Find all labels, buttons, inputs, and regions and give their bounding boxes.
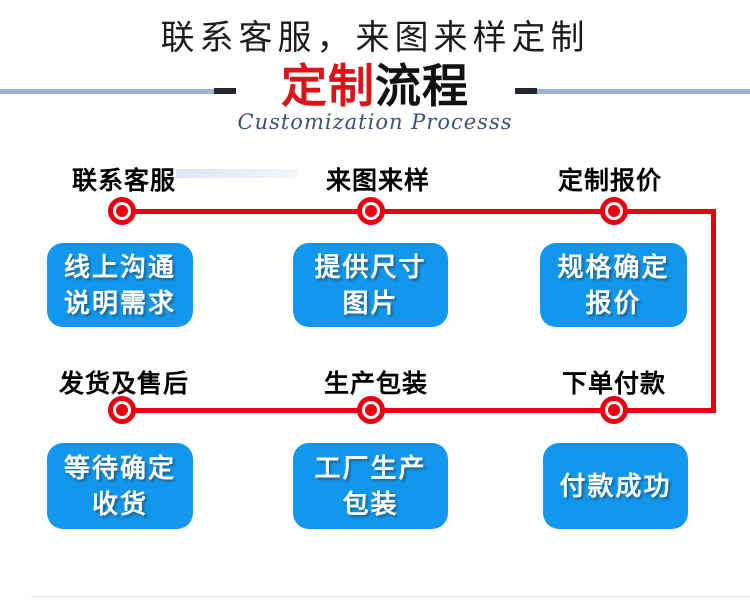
step-box-provide-size-images: 提供尺寸 图片 bbox=[293, 243, 448, 327]
flow-node-icon bbox=[600, 197, 628, 225]
step-box-line: 报价 bbox=[585, 287, 642, 318]
step-box-line: 提供尺寸 bbox=[314, 252, 427, 283]
step-box-factory-production: 工厂生产 包装 bbox=[293, 443, 448, 529]
divider-dash-right bbox=[514, 88, 537, 94]
divider-dash-left bbox=[213, 88, 236, 94]
flow-connector-right bbox=[711, 209, 716, 413]
step-box-line: 线上沟通 bbox=[63, 252, 176, 283]
step-box-line: 工厂生产 bbox=[314, 453, 427, 483]
section-title-band: 定制流程 Customization Processs bbox=[0, 60, 750, 134]
step-box-spec-quote: 规格确定 报价 bbox=[540, 243, 687, 327]
step-label-order-payment: 下单付款 bbox=[561, 370, 667, 398]
section-title-black-part: 流程 bbox=[375, 60, 469, 112]
step-label-shipping-aftersales: 发货及售后 bbox=[58, 370, 190, 398]
section-title-subtitle: Customization Processs bbox=[237, 110, 513, 134]
page-heading: 联系客服，来图来样定制 bbox=[160, 20, 590, 57]
decorative-fade-bar bbox=[176, 169, 298, 178]
flow-node-icon bbox=[357, 396, 385, 424]
section-title: 定制流程 Customization Processs bbox=[236, 60, 515, 134]
flow-node-icon bbox=[108, 197, 136, 225]
step-label-provide-sample: 来图来样 bbox=[325, 167, 431, 195]
step-box-line: 图片 bbox=[342, 287, 399, 318]
section-title-text: 定制流程 bbox=[238, 60, 513, 112]
step-box-line: 说明需求 bbox=[63, 287, 176, 318]
step-label-custom-quote: 定制报价 bbox=[557, 167, 663, 195]
flow-node-icon bbox=[108, 396, 136, 424]
step-box-payment-success: 付款成功 bbox=[543, 443, 688, 529]
flow-node-dot-icon bbox=[608, 205, 620, 217]
flow-node-dot-icon bbox=[116, 205, 128, 217]
flow-node-icon bbox=[357, 197, 385, 225]
step-box-online-communication: 线上沟通 说明需求 bbox=[47, 243, 193, 327]
flow-node-dot-icon bbox=[365, 205, 377, 217]
flow-node-dot-icon bbox=[116, 404, 128, 416]
divider-line-left bbox=[0, 89, 214, 94]
flow-connector-top bbox=[122, 209, 716, 214]
divider-line-right bbox=[536, 89, 750, 94]
step-box-line: 收货 bbox=[91, 489, 148, 519]
step-box-line: 包装 bbox=[342, 489, 399, 519]
flow-node-dot-icon bbox=[608, 404, 620, 416]
step-box-line: 规格确定 bbox=[557, 252, 670, 283]
section-title-red-part: 定制 bbox=[281, 60, 375, 112]
flow-connector-bottom bbox=[122, 408, 716, 413]
step-box-line: 等待确定 bbox=[63, 453, 176, 483]
step-box-wait-confirm-receipt: 等待确定 收货 bbox=[47, 443, 193, 529]
flow-node-dot-icon bbox=[365, 404, 377, 416]
flow-node-icon bbox=[600, 396, 628, 424]
step-label-contact-service: 联系客服 bbox=[71, 167, 177, 195]
bottom-border-line bbox=[30, 596, 750, 597]
step-box-line: 付款成功 bbox=[559, 471, 672, 501]
step-label-production-packaging: 生产包装 bbox=[323, 370, 429, 398]
